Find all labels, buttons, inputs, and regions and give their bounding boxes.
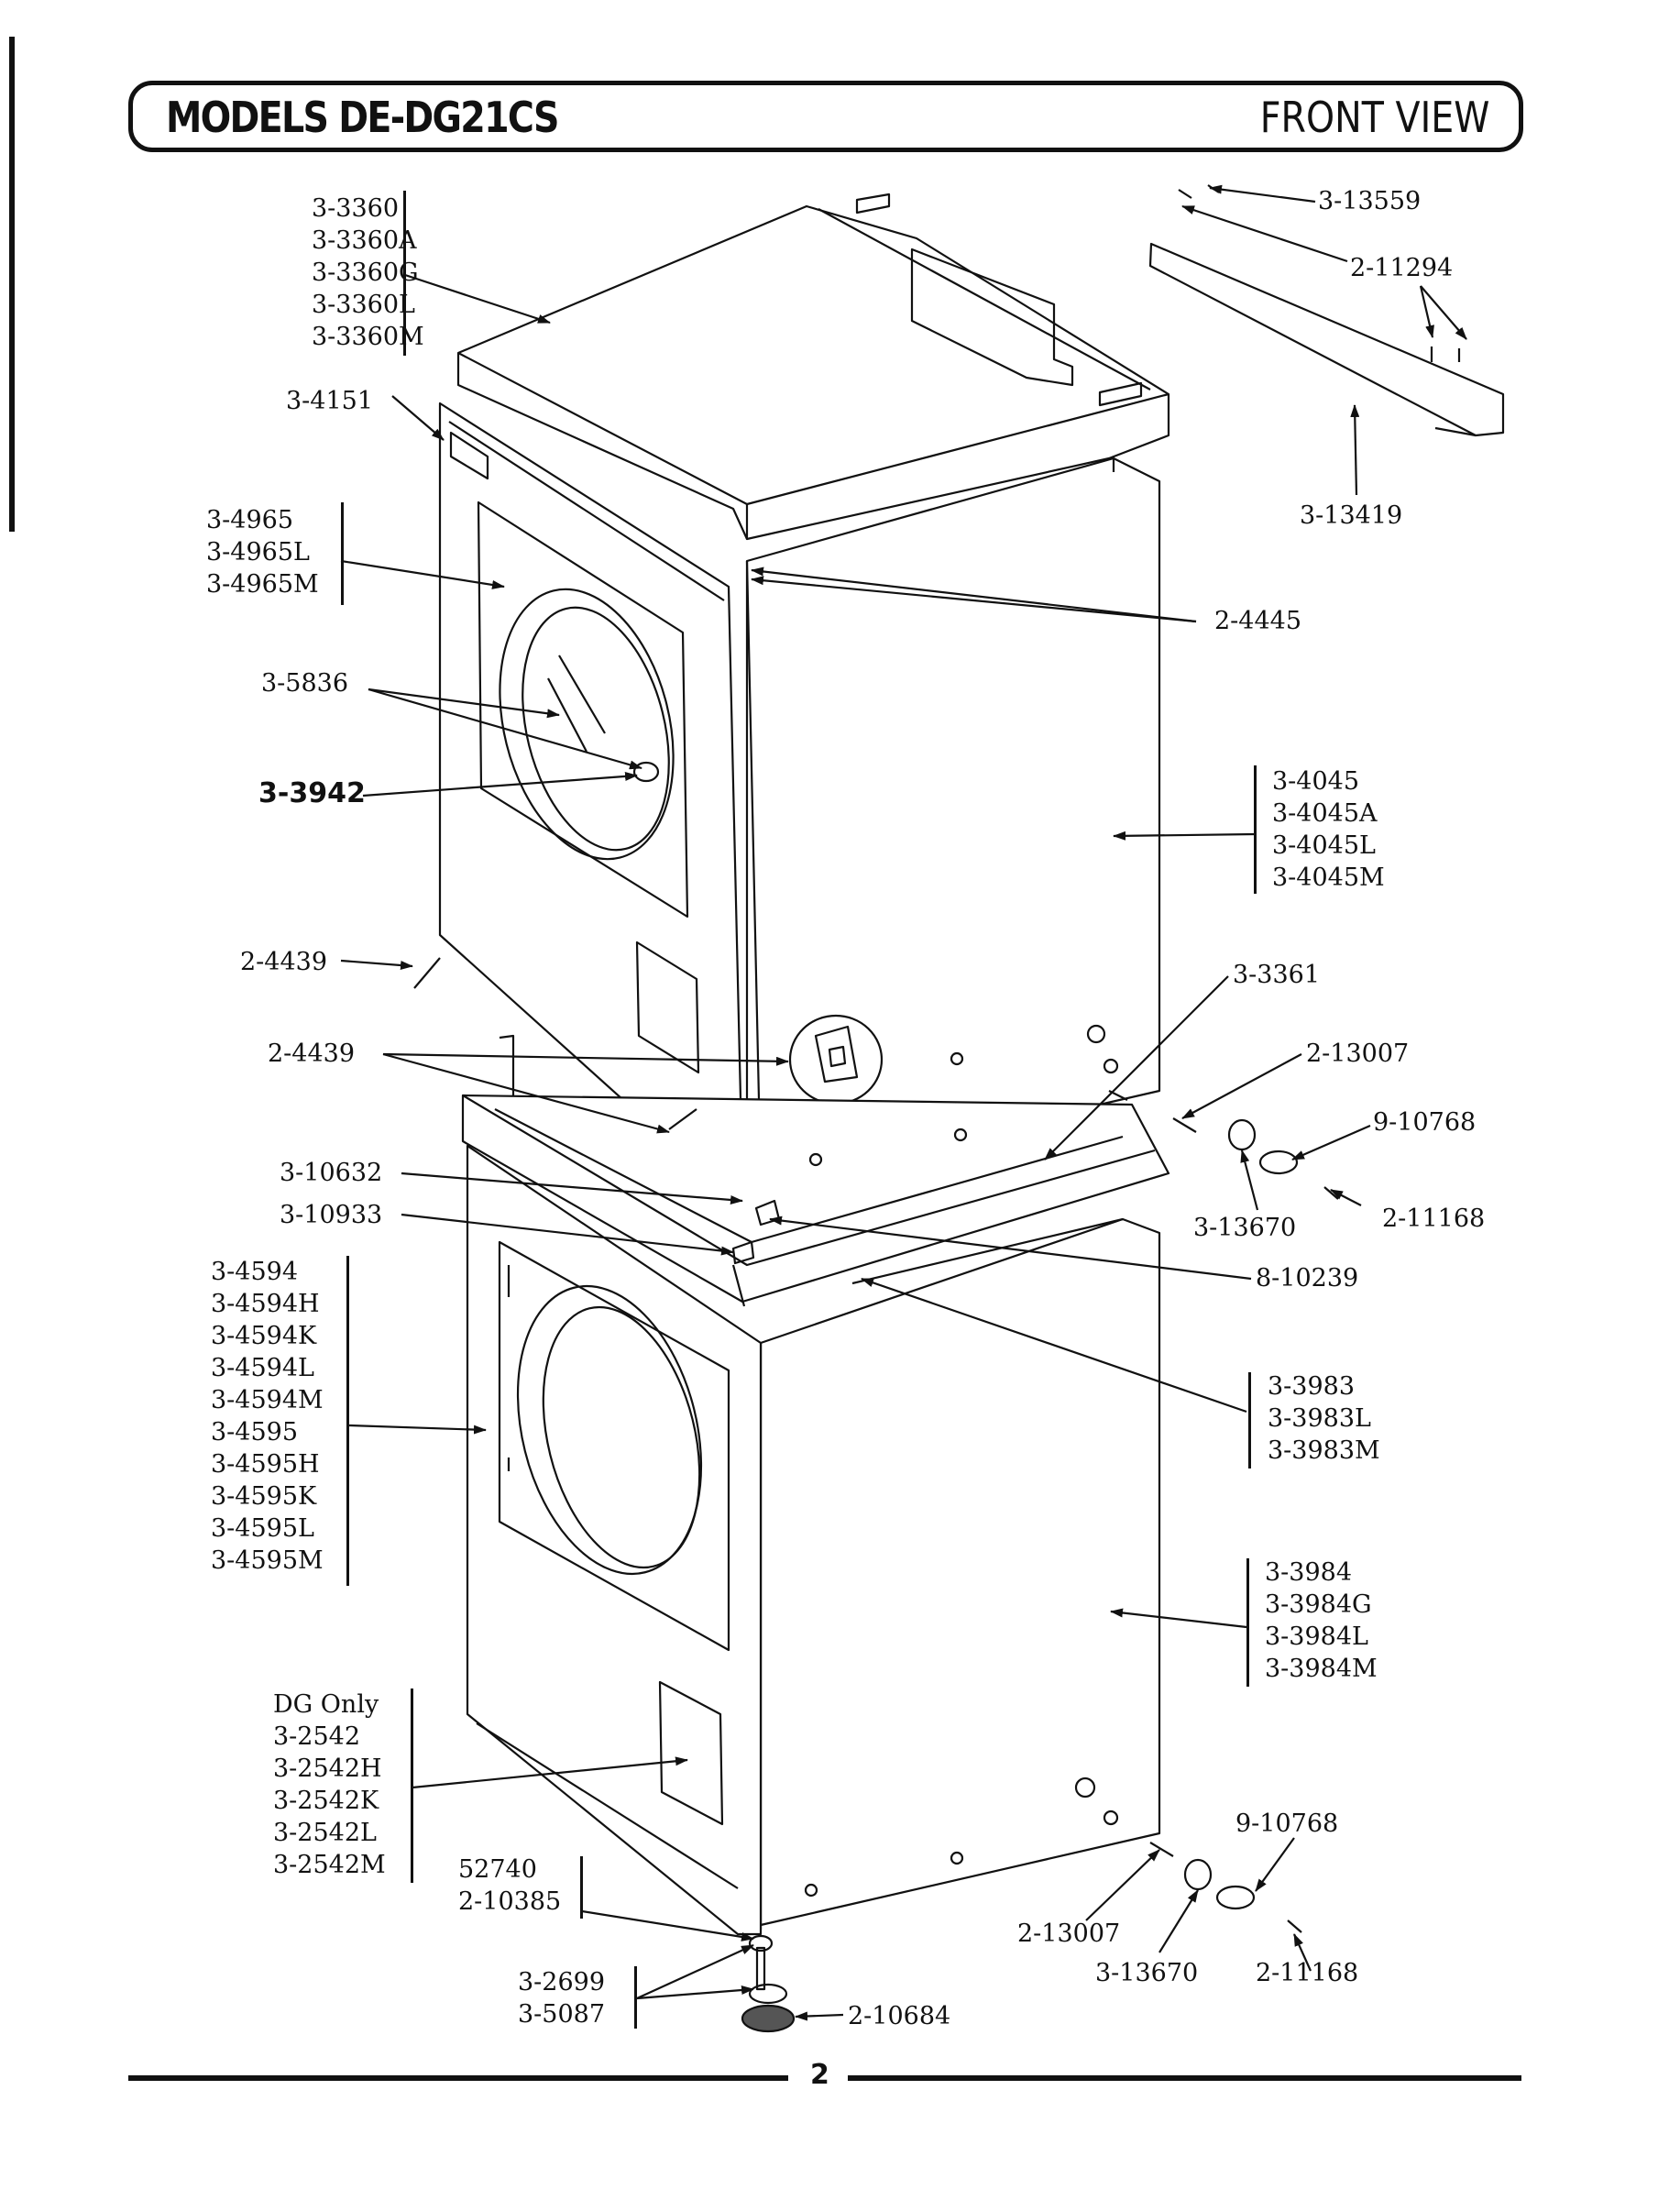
lower-door-panel: [466, 1144, 763, 1936]
bracket-upper-door: [341, 502, 344, 605]
label-lug-lower: 9-10768: [1235, 1810, 1339, 1838]
model-title: MODELS DE-DG21CS: [166, 93, 559, 142]
label-badge: 3-4151: [286, 387, 374, 415]
label-door-glass: 3-5836: [261, 669, 349, 698]
binder-edge-line: [9, 37, 15, 532]
label-screws-latch: 2-4439: [268, 1040, 356, 1068]
label-frame: 3-3361: [1233, 961, 1321, 989]
page-number: 2: [810, 2059, 829, 2091]
label-foot-cap: 2-10684: [848, 2002, 951, 2030]
label-screw-right-upper: 2-13007: [1306, 1040, 1410, 1068]
bracket-top-cover: [403, 191, 406, 356]
upper-door-panel: [438, 402, 744, 1184]
top-cover: [456, 192, 1170, 541]
label-part-10933: 3-10933: [280, 1201, 383, 1229]
label-part-10239: 8-10239: [1256, 1264, 1359, 1292]
bracket-legs: [634, 1966, 637, 2029]
label-door-knob: 3-3942: [258, 777, 366, 809]
bracket-upper-cabinet: [1254, 765, 1257, 894]
label-screw-left: 2-4439: [240, 948, 328, 976]
bracket-lower-cabinet: [1246, 1558, 1249, 1687]
label-screw-top: 3-13559: [1318, 187, 1422, 215]
bracket-lower-access: [411, 1688, 413, 1883]
label-bolt-lower: 2-11168: [1256, 1959, 1359, 1987]
door-latch-detail: [788, 1014, 884, 1106]
label-hinge-screw: 2-4445: [1214, 607, 1302, 635]
label-screw-right-lower: 2-13007: [1017, 1920, 1121, 1948]
label-part-10632: 3-10632: [280, 1159, 383, 1187]
lower-cabinet: [759, 1217, 1161, 1930]
label-screws-bracket: 2-11294: [1350, 254, 1454, 282]
footer-rule-right: [848, 2075, 1521, 2081]
label-bushing-lower: 3-13670: [1095, 1959, 1199, 1987]
page-header: MODELS DE-DG21CS FRONT VIEW: [128, 81, 1523, 152]
view-title: FRONT VIEW: [1259, 93, 1489, 142]
label-bolt-upper: 2-11168: [1382, 1204, 1486, 1233]
leader-lines: [340, 184, 1467, 2021]
cabinet-holes: [804, 1024, 1119, 1898]
label-bushing-upper: 3-13670: [1193, 1214, 1297, 1242]
label-bracket: 3-13419: [1300, 501, 1403, 530]
bracket-leg-nut: [580, 1856, 583, 1919]
upper-cabinet: [745, 456, 1161, 1184]
footer-rule-left: [128, 2075, 788, 2081]
label-lug-upper: 9-10768: [1373, 1108, 1477, 1137]
bracket-lower-door: [346, 1256, 349, 1586]
hardware-parts: [413, 184, 1505, 2033]
bracket-lower-top: [1248, 1372, 1251, 1468]
